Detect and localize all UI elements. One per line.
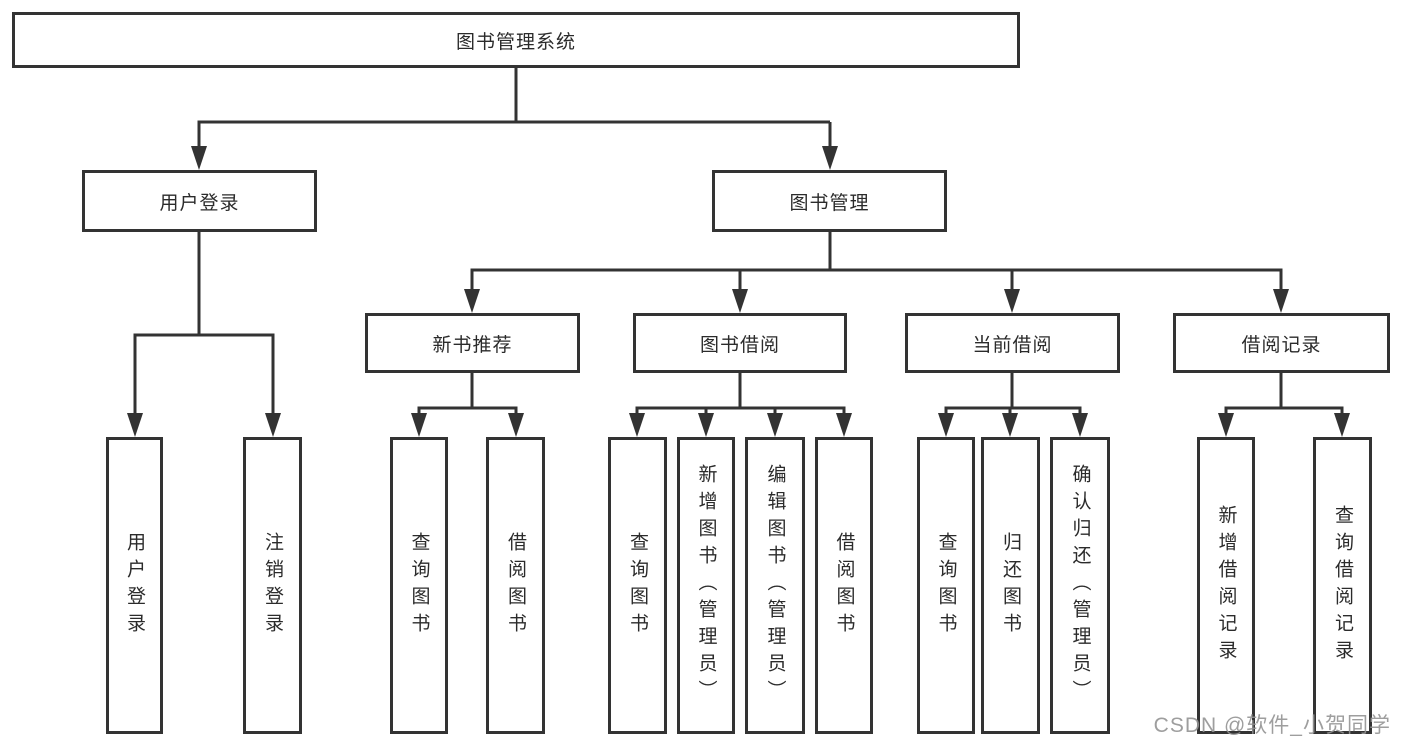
- node-borrow-records: 借阅记录: [1173, 313, 1390, 373]
- leaf-add-borrow-record: 新增借阅记录: [1197, 437, 1255, 734]
- leaf-user-login: 用户登录: [106, 437, 163, 734]
- node-new-book-recommend: 新书推荐: [365, 313, 580, 373]
- leaf-add-books-admin: 新增图书（管理员）: [677, 437, 735, 734]
- csdn-watermark: CSDN @软件_小贺同学: [1153, 714, 1391, 737]
- leaf-query-books-borrow: 查询图书: [608, 437, 667, 734]
- leaf-borrow-books-recommend: 借阅图书: [486, 437, 545, 734]
- leaf-query-books-current: 查询图书: [917, 437, 975, 734]
- leaf-logout: 注销登录: [243, 437, 302, 734]
- node-user-login-group: 用户登录: [82, 170, 317, 232]
- leaf-return-books: 归还图书: [981, 437, 1040, 734]
- node-current-borrow: 当前借阅: [905, 313, 1120, 373]
- node-system-root: 图书管理系统: [12, 12, 1020, 68]
- leaf-edit-books-admin: 编辑图书（管理员）: [745, 437, 805, 734]
- node-book-borrow: 图书借阅: [633, 313, 847, 373]
- leaf-query-books-recommend: 查询图书: [390, 437, 448, 734]
- node-book-management: 图书管理: [712, 170, 947, 232]
- leaf-borrow-books: 借阅图书: [815, 437, 873, 734]
- leaf-query-borrow-record: 查询借阅记录: [1313, 437, 1372, 734]
- leaf-confirm-return-admin: 确认归还（管理员）: [1050, 437, 1110, 734]
